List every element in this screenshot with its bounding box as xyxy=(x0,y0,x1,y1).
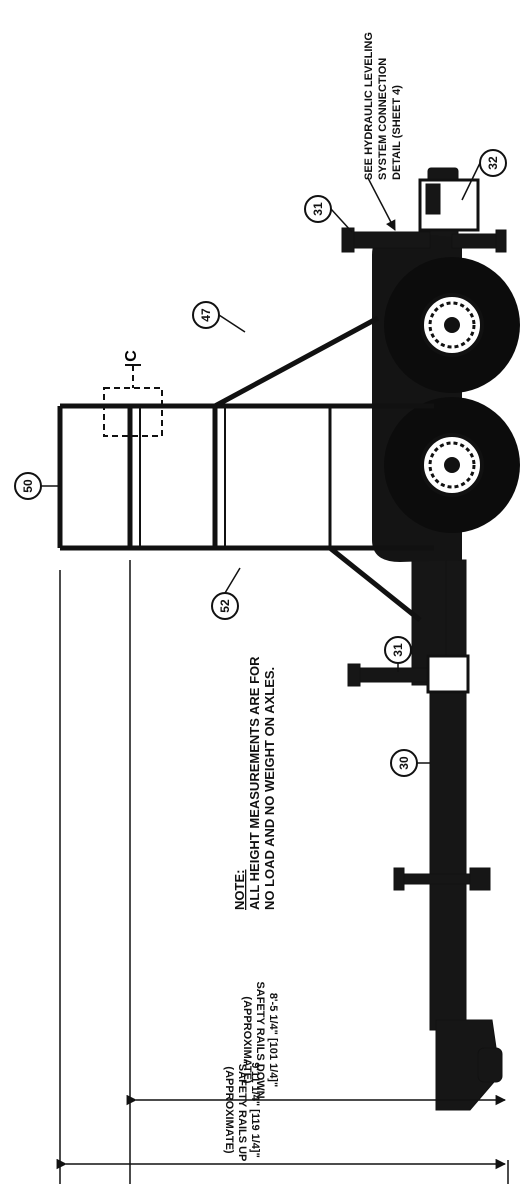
rear-jack-31 xyxy=(349,231,431,249)
callout-balloons: 50 47 52 31 32 31 30 xyxy=(14,149,507,777)
rear-jack-32 xyxy=(451,233,503,249)
dim-up-line-2: "SAFETY RAILS UP xyxy=(236,1059,248,1162)
coupler xyxy=(477,1047,503,1083)
callout-32-label: 32 xyxy=(486,156,500,170)
tongue-jack xyxy=(393,867,491,891)
height-measurement-note: NOTE: ALL HEIGHT MEASUREMENTS ARE FOR NO… xyxy=(232,656,277,910)
note-title: NOTE: xyxy=(232,870,247,910)
hydraulic-leveling-note: SEE HYDRAULIC LEVELING SYSTEM CONNECTION… xyxy=(363,32,403,231)
callout-30: 30 xyxy=(390,749,430,777)
dim-down-line-3: (APPROXIMATE) xyxy=(241,996,253,1084)
callout-30-label: 30 xyxy=(397,756,411,770)
diagonal-brace-front xyxy=(328,546,422,622)
note-line-2: NO LOAD AND NO WEIGHT ON AXLES. xyxy=(262,667,277,910)
wheels xyxy=(384,257,520,533)
dim-down-line-1: 8'-5 1/4" [101 1/4]" xyxy=(267,993,279,1087)
section-c-callout: C xyxy=(103,350,163,437)
dim-up-line-3: (APPROXIMATE) xyxy=(223,1066,235,1154)
hydraulic-note-line-2: SYSTEM CONNECTION xyxy=(377,58,389,180)
safety-rail-structure xyxy=(57,315,434,622)
rear-leveling-jack-assembly xyxy=(341,178,507,253)
callout-31-top-label: 31 xyxy=(311,202,325,216)
callout-50-label: 50 xyxy=(21,479,35,493)
callout-32: 32 xyxy=(461,149,507,201)
note-line-1: ALL HEIGHT MEASUREMENTS ARE FOR xyxy=(247,656,262,910)
section-c-box xyxy=(103,387,163,437)
callout-50: 50 xyxy=(14,472,60,500)
dim-up-line-1: 9'11 1/4" [119 1/4]" xyxy=(249,1062,261,1158)
section-marker-label: C xyxy=(123,350,140,362)
front-jack-31 xyxy=(353,667,431,683)
front-leveling-jack xyxy=(347,654,470,694)
callout-47-label: 47 xyxy=(199,308,213,322)
callout-47: 47 xyxy=(192,301,246,333)
hydraulic-note-line-3: DETAIL (SHEET 4) xyxy=(391,85,403,180)
hydraulic-note-line-1: SEE HYDRAULIC LEVELING xyxy=(363,32,375,180)
dimension-labels: (APPROXIMATE) SAFETY RAILS DOWN 8'-5 1/4… xyxy=(223,981,279,1161)
dim-down-line-2: SAFETY RAILS DOWN xyxy=(254,981,266,1098)
callout-52-label: 52 xyxy=(218,599,232,613)
callout-52: 52 xyxy=(211,567,241,620)
callout-31-bottom: 31 xyxy=(384,636,412,672)
callout-31-top: 31 xyxy=(304,195,353,233)
dimension-lines xyxy=(56,560,509,1184)
diagonal-brace-47 xyxy=(213,315,380,409)
callout-31-bottom-label: 31 xyxy=(391,643,405,657)
